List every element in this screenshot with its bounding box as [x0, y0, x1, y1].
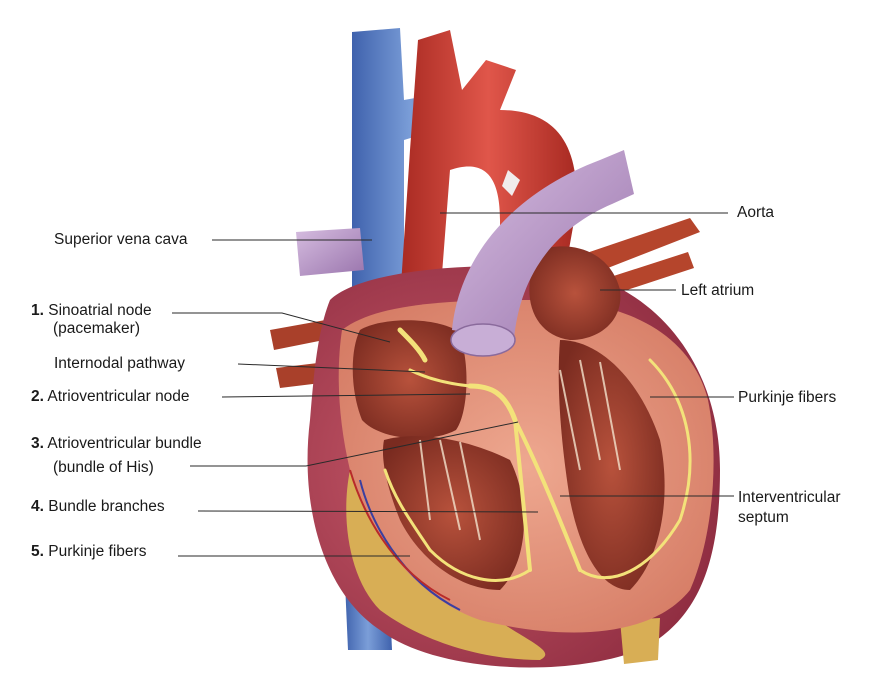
right-atrium-chamber: [352, 320, 467, 439]
label-atrioventricular-bundle: 3. Atrioventricular bundle (bundle of Hi…: [31, 435, 202, 476]
pulmonary-trunk: [452, 150, 634, 340]
label-left-atrium: Left atrium: [681, 282, 755, 299]
number-5: 5.: [31, 543, 44, 560]
label-internodal-pathway: Internodal pathway: [54, 355, 185, 372]
left-atrium-chamber: [529, 246, 621, 340]
label-aorta: Aorta: [737, 204, 775, 221]
conduction-system: [383, 327, 692, 582]
label-bundle-branches: 4. Bundle branches: [31, 498, 165, 515]
label-superior-vena-cava: Superior vena cava: [54, 231, 188, 248]
label-atrioventricular-node: 2. Atrioventricular node: [31, 388, 190, 405]
number-2: 2.: [31, 388, 44, 405]
left-ventricle-chamber: [558, 340, 665, 590]
right-pulmonary-artery: [296, 228, 364, 276]
epicardial-fat: [346, 470, 546, 660]
label-sinoatrial-node: 1. Sinoatrial node (pacemaker): [31, 302, 152, 337]
number-3: 3.: [31, 435, 44, 452]
label-purkinje-fibers-left: 5. Purkinje fibers: [31, 543, 147, 560]
leader-lines: [172, 212, 734, 557]
right-ventricle-chamber: [382, 436, 524, 590]
label-interventricular-septum: Interventricular septum: [738, 489, 841, 526]
chordae-tendineae: [419, 359, 621, 541]
number-4: 4.: [31, 498, 44, 515]
number-1: 1.: [31, 302, 44, 319]
label-purkinje-fibers-right: Purkinje fibers: [738, 389, 837, 406]
